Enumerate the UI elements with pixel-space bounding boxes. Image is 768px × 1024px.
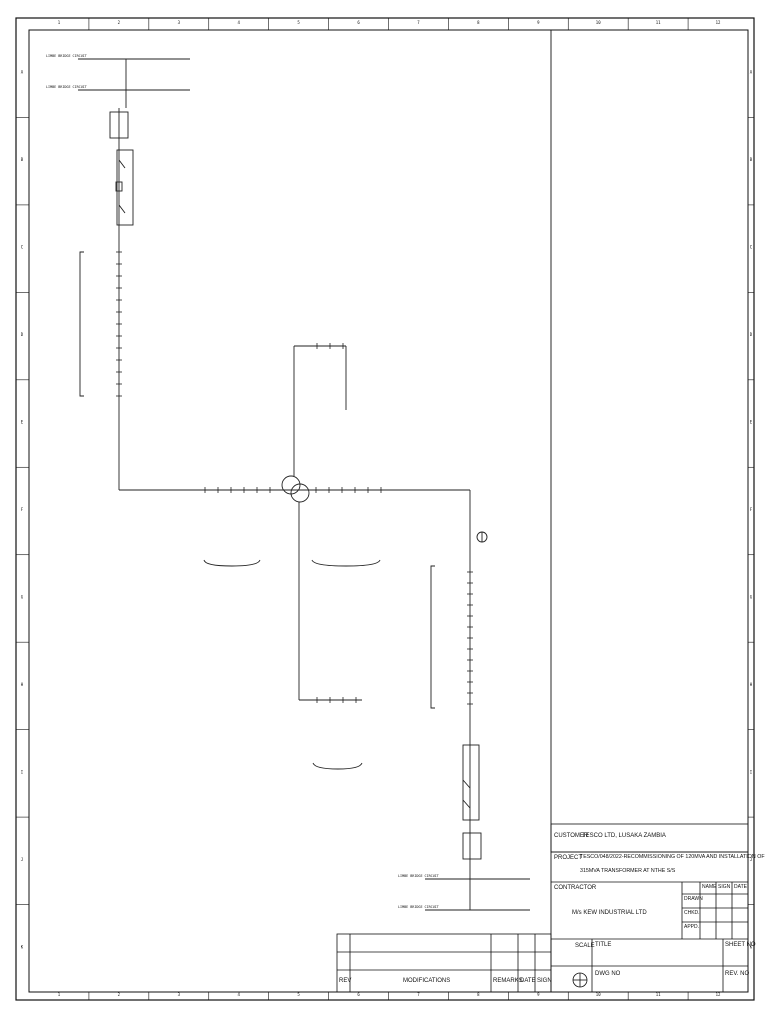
- scale-label: SCALE: [575, 943, 595, 949]
- diagram-tick-marks: [116, 251, 473, 705]
- rev-no-label: REV. NO: [725, 971, 750, 977]
- grid-col-label-bottom: 10: [596, 992, 601, 997]
- top-line-a-label: LIMBE BRIDGE CIRCUIT: [46, 54, 87, 58]
- grid-row-label-right: G: [750, 594, 753, 599]
- grid-col-label-top: 5: [297, 20, 300, 25]
- grid-col-label-top: 12: [716, 20, 721, 25]
- grid-col-label-top: 2: [118, 20, 121, 25]
- title-block-frame: [336, 823, 749, 993]
- contractor-label: CONTRACTOR: [554, 885, 597, 891]
- grid-col-label-bottom: 12: [716, 992, 721, 997]
- grid-col-label-top: 11: [656, 20, 661, 25]
- grid-col-label-bottom: 9: [537, 992, 540, 997]
- grid-row-label-right: A: [750, 70, 753, 75]
- grid-row-label-left: I: [21, 769, 24, 774]
- grid-row-label-left: A: [21, 70, 24, 75]
- grid-col-label-bottom: 3: [178, 992, 181, 997]
- grid-row-label-right: I: [750, 769, 753, 774]
- dwg-no-label: DWG NO: [595, 971, 621, 977]
- remarks-header: REMARKS: [493, 978, 523, 984]
- sheet-no-label: SHEET NO: [725, 942, 756, 948]
- date-column-header: DATE: [734, 884, 747, 890]
- grid-row-label-left: J: [21, 857, 23, 862]
- project-label: PROJECT: [554, 855, 583, 861]
- grid-col-label-bottom: 6: [357, 992, 360, 997]
- rev-header: REV: [339, 978, 352, 984]
- grid-col-label-top: 9: [537, 20, 540, 25]
- title-label: TITLE: [595, 942, 612, 948]
- grid-row-label-left: C: [21, 245, 24, 250]
- grid-row-label-right: J: [750, 857, 752, 862]
- outer-border: [15, 17, 755, 1001]
- company-logo-mark: [572, 972, 588, 988]
- date-header: DATE: [520, 978, 536, 984]
- grid-row-label-right: F: [750, 507, 753, 512]
- sign-column-header: SIGN: [718, 884, 731, 890]
- contractor-value: M/s KEW INDUSTRIAL LTD: [572, 910, 647, 916]
- modifications-header: MODIFICATIONS: [403, 978, 451, 984]
- grid-col-label-bottom: 2: [118, 992, 121, 997]
- top-line-b-label: LIMBE BRIDGE CIRCUIT: [46, 85, 87, 89]
- grid-row-label-left: D: [21, 332, 24, 337]
- grid-row-label-right: H: [750, 682, 753, 687]
- grid-row-label-right: C: [750, 245, 753, 250]
- checked-label: CHKD.: [684, 910, 700, 916]
- project-value-line1: TESCO/048/2022-RECOMMISSIONING OF 120MVA…: [580, 854, 765, 860]
- customer-value: TESCO LTD, LUSAKA ZAMBIA: [582, 833, 666, 839]
- grid-col-label-top: 1: [58, 20, 61, 25]
- grid-col-label-top: 8: [477, 20, 480, 25]
- grid-col-label-bottom: 5: [297, 992, 300, 997]
- grid-col-label-bottom: 8: [477, 992, 480, 997]
- bottom-line-a-label: LIMBE BRIDGE CIRCUIT: [398, 874, 439, 878]
- approved-label: APPD.: [684, 924, 700, 930]
- sign-header: SIGN: [537, 978, 552, 984]
- project-value-line2: 315MVA TRANSFORMER AT NTHE S/S: [580, 868, 676, 874]
- grid-col-label-bottom: 7: [417, 992, 420, 997]
- grid-col-label-top: 7: [417, 20, 420, 25]
- grid-col-label-top: 10: [596, 20, 601, 25]
- grid-row-label-left: B: [21, 157, 24, 162]
- name-column-header: NAME: [702, 884, 717, 890]
- grid-col-label-bottom: 1: [58, 992, 61, 997]
- drawn-label: DRAWN: [684, 896, 703, 902]
- grid-row-label-left: F: [21, 507, 24, 512]
- grid-col-label-top: 4: [237, 20, 240, 25]
- grid-row-label-left: H: [21, 682, 24, 687]
- single-line-diagram: [78, 58, 530, 911]
- grid-row-label-right: E: [750, 420, 753, 425]
- grid-row-label-left: E: [21, 420, 24, 425]
- grid-col-label-top: 3: [178, 20, 181, 25]
- customer-label: CUSTOMER: [554, 833, 589, 839]
- grid-row-label-right: B: [750, 157, 753, 162]
- bottom-line-b-label: LIMBE BRIDGE CIRCUIT: [398, 905, 439, 909]
- grid-row-label-right: D: [750, 332, 753, 337]
- grid-row-label-left: K: [21, 944, 24, 949]
- grid-col-label-top: 6: [357, 20, 360, 25]
- grid-col-label-bottom: 4: [237, 992, 240, 997]
- grid-col-label-bottom: 11: [656, 992, 661, 997]
- grid-row-label-right: K: [750, 944, 753, 949]
- inner-border: [28, 29, 749, 993]
- grid-row-label-left: G: [21, 594, 24, 599]
